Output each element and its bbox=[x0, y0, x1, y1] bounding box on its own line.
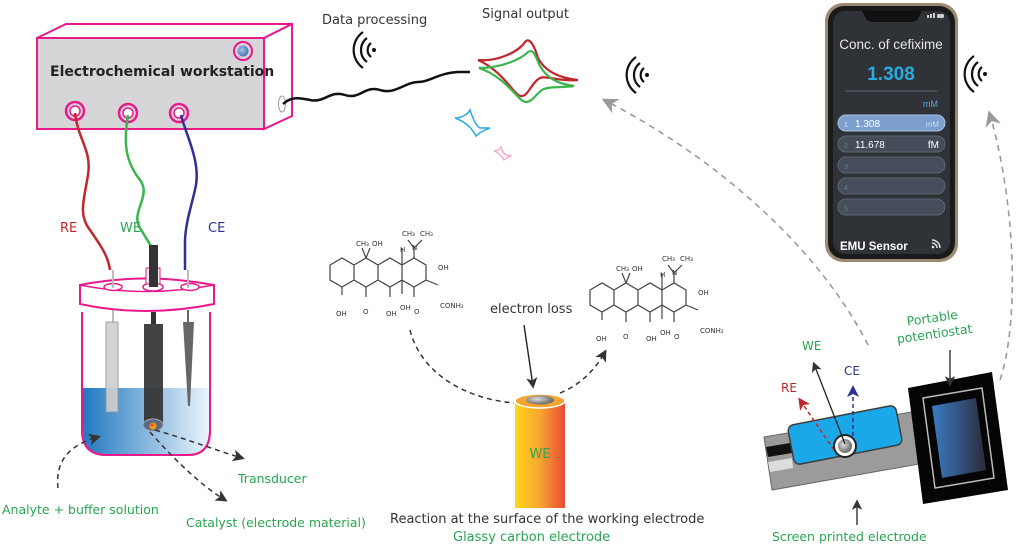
lead-re bbox=[73, 112, 112, 271]
workstation-title: Electrochemical workstation bbox=[50, 64, 274, 80]
lead-we bbox=[124, 114, 155, 251]
smartphone: Conc. of cefixime 1.308 mM 1 1.308 mM 2 11.6… bbox=[825, 3, 958, 262]
reading-row-background bbox=[837, 177, 946, 195]
reading-index: 3 bbox=[844, 164, 848, 171]
wireless-signal-icon bbox=[625, 56, 649, 94]
label-we: WE bbox=[120, 221, 141, 236]
molecule-product bbox=[589, 264, 699, 322]
group-oh: OH bbox=[336, 310, 347, 318]
counter-electrode bbox=[183, 322, 194, 406]
wireless-path-arrow bbox=[985, 110, 1014, 381]
reading-row[interactable]: 1 1.308 mM bbox=[837, 114, 946, 132]
reading-unit: fM bbox=[928, 140, 939, 151]
working-electrode bbox=[144, 324, 163, 424]
we-rod-top bbox=[149, 245, 158, 287]
label-spe-we: WE bbox=[802, 339, 821, 353]
group-ch3: CH₃ bbox=[662, 255, 675, 263]
group-o: O bbox=[674, 333, 680, 341]
reading-unit: mM bbox=[926, 120, 940, 129]
reading-value: 11.678 bbox=[855, 140, 885, 151]
glassy-carbon-electrode: WE bbox=[514, 393, 566, 508]
port-ce bbox=[168, 102, 190, 124]
group-ch3: CH₃ bbox=[402, 230, 415, 238]
reading-row[interactable]: 5 bbox=[837, 198, 946, 216]
signal-bars-icon bbox=[927, 13, 944, 18]
wireless-signal-icon bbox=[352, 31, 376, 69]
reading-value: 1.308 bbox=[855, 119, 880, 130]
phone-footer: EMU Sensor bbox=[840, 241, 908, 253]
label-spe-re: RE bbox=[781, 381, 797, 395]
wifi-icon bbox=[931, 239, 941, 249]
screen-printed-electrode bbox=[763, 405, 926, 491]
phone-unit: mM bbox=[923, 99, 938, 109]
cyclic-voltammogram-icon bbox=[477, 39, 579, 104]
molecule-reactant bbox=[329, 239, 439, 297]
lead-ce bbox=[179, 114, 198, 270]
label-analyte: Analyte + buffer solution bbox=[2, 502, 159, 517]
label-signal-output: Signal output bbox=[482, 7, 569, 22]
group-h: H bbox=[400, 246, 405, 254]
group-o: O bbox=[363, 308, 369, 316]
group-oh: OH bbox=[596, 335, 607, 343]
reading-index: 4 bbox=[844, 185, 848, 192]
group-conh2: CONH₂ bbox=[700, 327, 724, 335]
group-oh: OH bbox=[386, 310, 397, 318]
group-h: H bbox=[660, 271, 665, 279]
reading-row-background bbox=[837, 114, 946, 132]
reading-row-background bbox=[837, 135, 946, 153]
label-re: RE bbox=[60, 221, 77, 236]
power-knob bbox=[233, 41, 253, 61]
reading-row[interactable]: 3 bbox=[837, 156, 946, 174]
wireless-path-arrow bbox=[601, 98, 869, 346]
group-oh: OH bbox=[438, 264, 449, 272]
electrochemical-cell bbox=[79, 245, 215, 456]
reading-index: 5 bbox=[844, 206, 848, 213]
reading-row[interactable]: 4 bbox=[837, 177, 946, 195]
group-oh: OH bbox=[632, 265, 643, 273]
reading-row[interactable]: 2 11.678 fM bbox=[837, 135, 946, 153]
group-ch3: CH₃ bbox=[616, 265, 629, 273]
output-socket bbox=[278, 95, 286, 113]
reading-row-background bbox=[837, 198, 946, 216]
label-we-electrode: WE bbox=[529, 447, 550, 462]
reading-row-background bbox=[837, 156, 946, 174]
label-catalyst: Catalyst (electrode material) bbox=[186, 515, 366, 530]
label-screen-printed-electrode: Screen printed electrode bbox=[772, 529, 927, 544]
group-o: O bbox=[414, 308, 420, 316]
label-glassy-carbon: Glassy carbon electrode bbox=[453, 530, 610, 545]
phone-notch bbox=[862, 11, 922, 22]
label-reaction-caption: Reaction at the surface of the working e… bbox=[390, 512, 704, 527]
label-portable-line1: Portable bbox=[906, 307, 959, 329]
label-data-processing: Data processing bbox=[322, 13, 427, 28]
group-oh: OH bbox=[660, 329, 671, 337]
group-ch3: CH₃ bbox=[420, 230, 433, 238]
phone-value: 1.308 bbox=[867, 64, 915, 85]
phone-title: Conc. of cefixime bbox=[839, 37, 943, 52]
reference-electrode bbox=[105, 321, 119, 413]
group-n: N bbox=[672, 269, 677, 277]
wireless-signal-icon bbox=[963, 55, 987, 93]
group-oh: OH bbox=[400, 304, 411, 312]
group-oh: OH bbox=[646, 335, 657, 343]
group-oh: OH bbox=[372, 240, 383, 248]
group-oh: OH bbox=[698, 289, 709, 297]
label-spe-ce: CE bbox=[844, 364, 860, 378]
reading-index: 1 bbox=[844, 122, 848, 129]
group-ch3: CH₃ bbox=[680, 255, 693, 263]
readings-list: 1 1.308 mM 2 11.678 fM 3 4 5 bbox=[837, 114, 946, 216]
group-conh2: CONH₂ bbox=[440, 302, 464, 310]
label-transducer: Transducer bbox=[237, 471, 307, 486]
label-electron-loss: electron loss bbox=[490, 302, 573, 317]
reading-index: 2 bbox=[844, 143, 848, 150]
group-o: O bbox=[623, 333, 629, 341]
group-n: N bbox=[412, 244, 417, 252]
group-ch3: CH₃ bbox=[356, 240, 369, 248]
data-cable bbox=[282, 70, 470, 105]
portable-potentiostat bbox=[908, 372, 1008, 504]
small-cv-pink bbox=[493, 145, 513, 162]
small-cv-blue bbox=[454, 108, 491, 138]
molecule-labels: CH₃ OH CH₃ CH₃ N H OH CONH₂ OH O OH OH O… bbox=[336, 230, 724, 343]
label-ce: CE bbox=[208, 221, 225, 236]
